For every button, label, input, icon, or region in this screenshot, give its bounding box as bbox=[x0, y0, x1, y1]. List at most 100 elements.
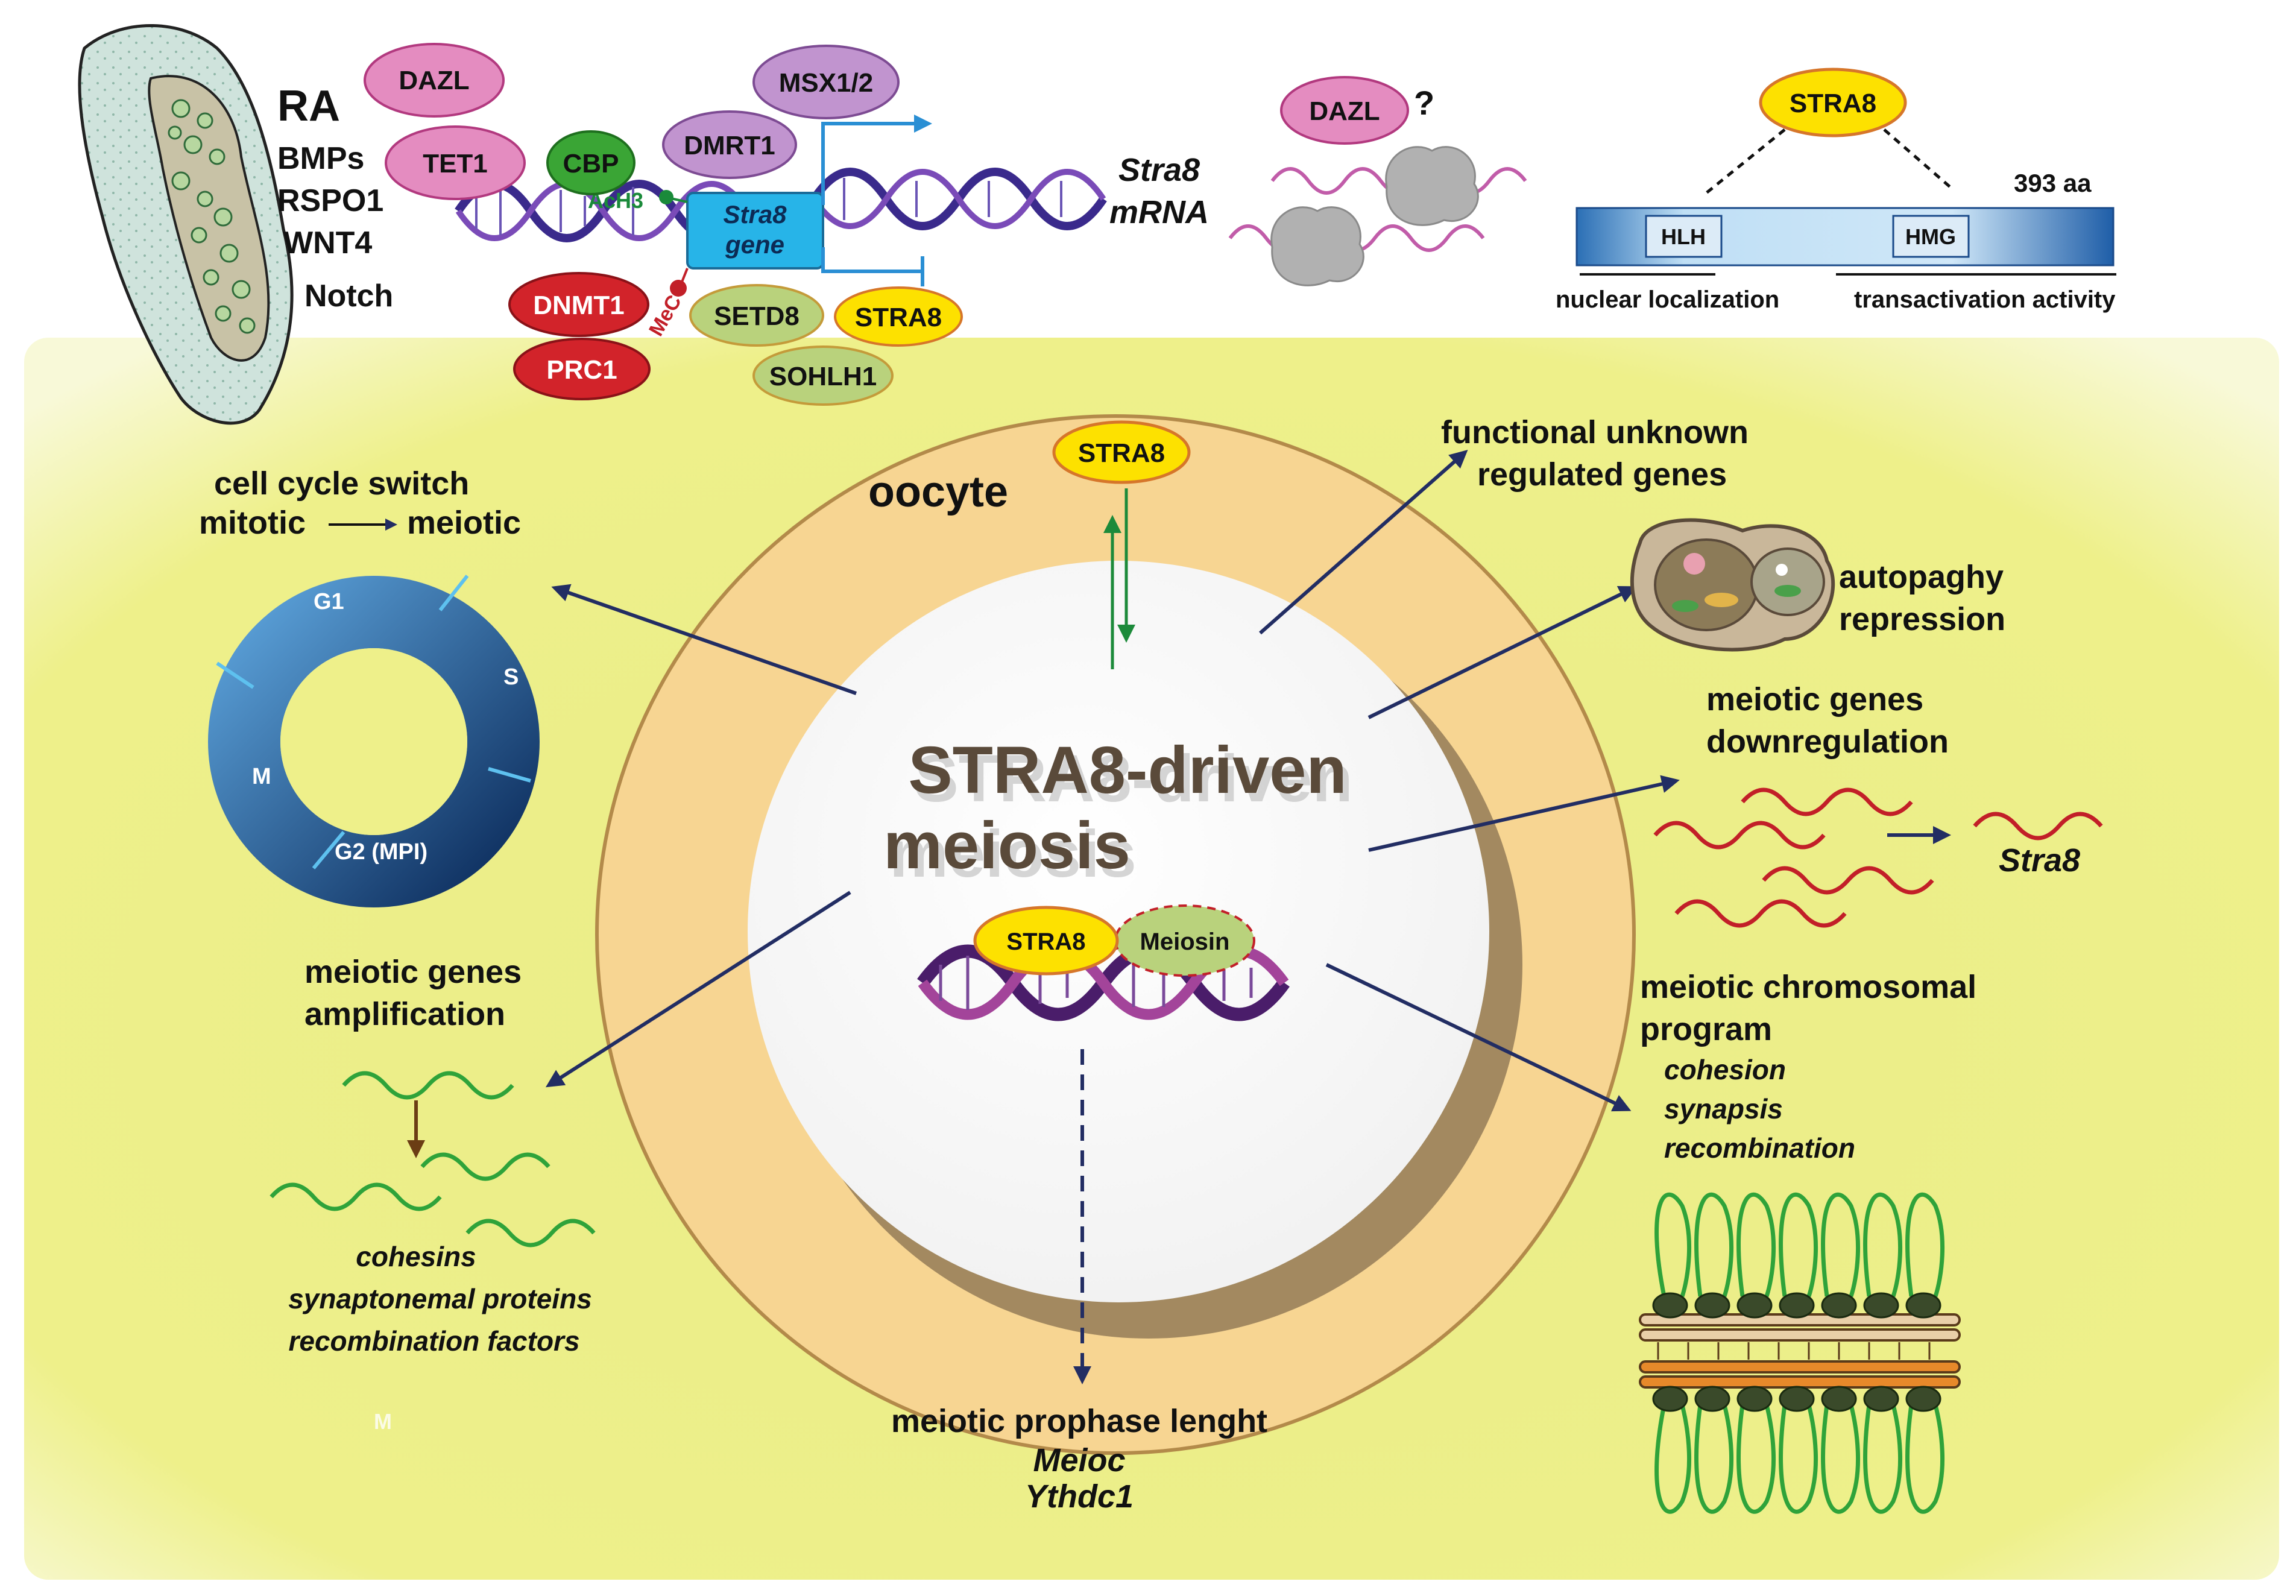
signals-list: RA BMPs RSPO1 WNT4 Notch bbox=[277, 82, 393, 314]
factor-dazl bbox=[364, 43, 505, 118]
center-title-line2-fg: meiosis bbox=[883, 809, 1131, 883]
signal-bmps: BMPs bbox=[277, 141, 364, 176]
unknown-title-line1: functional unknown bbox=[1441, 414, 1749, 450]
center-title: STRA8-driven STRA8-driven meiosis meiosi… bbox=[883, 733, 1353, 891]
gonad-illustration bbox=[78, 24, 294, 425]
arrow-to-downregulation bbox=[1368, 775, 1680, 852]
cell-cycle-mitotic: mitotic bbox=[199, 505, 306, 541]
phase-g1: G1 bbox=[314, 589, 344, 614]
amp-item-synaptonemal: synaptonemal proteins bbox=[288, 1283, 592, 1314]
factor-cbp bbox=[546, 130, 636, 195]
chromosomal-items: cohesion synapsis recombination bbox=[1664, 1054, 1855, 1164]
autophagy-title-line2: repression bbox=[1839, 601, 2005, 637]
factor-msx bbox=[752, 45, 900, 119]
amplification-subtitle: amplification bbox=[304, 996, 505, 1032]
domain-hmg bbox=[1892, 215, 1970, 258]
chrom-item-cohesion: cohesion bbox=[1664, 1054, 1786, 1085]
stra8-gene-box: Stra8 gene bbox=[686, 192, 824, 270]
protein-length: 393 aa bbox=[2014, 169, 2092, 197]
prophase-title: meiotic prophase lenght bbox=[891, 1403, 1267, 1439]
stra8-cytoplasm bbox=[1052, 420, 1191, 484]
phase-g2: G2 (MPI) bbox=[335, 839, 427, 865]
domain-hlh bbox=[1645, 215, 1723, 258]
center-title-line2: meiosis bbox=[889, 817, 1137, 891]
factor-prc1 bbox=[513, 338, 651, 400]
domain-hlh-label: HLH bbox=[1661, 224, 1706, 249]
stra8-cytoplasm-label: STRA8 bbox=[1078, 438, 1165, 468]
factor-stra8-top bbox=[834, 286, 963, 347]
factor-dmrt1 bbox=[662, 110, 797, 179]
oocyte-label: oocyte bbox=[868, 468, 1008, 516]
gene-label-line2: gene bbox=[725, 230, 784, 259]
arrow-to-amplification bbox=[545, 891, 851, 1088]
prophase-gene-meioc: Meioc bbox=[1033, 1442, 1125, 1478]
cell-cycle-title: cell cycle switch bbox=[214, 465, 469, 502]
amplification-title: meiotic genes bbox=[304, 954, 522, 990]
factor-dnmt1 bbox=[508, 272, 649, 337]
outcome-arrows bbox=[545, 450, 1680, 1112]
factor-stra8-top-label: STRA8 bbox=[855, 303, 942, 332]
arrow-to-unknown bbox=[1259, 450, 1468, 635]
downreg-title-line2: downregulation bbox=[1706, 724, 1949, 760]
mec-mark: MeC bbox=[645, 291, 686, 340]
amp-item-recombination: recombination factors bbox=[288, 1325, 579, 1357]
ribosome-1 bbox=[1385, 146, 1479, 226]
factor-sohlh1-label: SOHLH1 bbox=[769, 362, 877, 391]
factor-dnmt1-label: DNMT1 bbox=[533, 291, 625, 320]
cell-cycle-meiotic: meiotic bbox=[407, 505, 521, 541]
stra8-meiosin-dna: Meiosin STRA8 bbox=[917, 904, 1290, 1021]
stra8-protein-structure: STRA8 393 aa HLH HMG nuclear localizatio… bbox=[1556, 68, 2116, 313]
dazl-question-mark: ? bbox=[1414, 84, 1434, 122]
gene-label-line1: Stra8 bbox=[723, 200, 787, 229]
protein-stra8-label: STRA8 bbox=[1790, 89, 1876, 118]
dazl-translation bbox=[1280, 76, 1409, 145]
domain-hmg-label: HMG bbox=[1905, 224, 1956, 249]
regulator-factors: DAZL TET1 CBP MSX1/2 DMRT1 DNMT1 PRC1 SE… bbox=[364, 43, 963, 406]
chrom-item-synapsis: synapsis bbox=[1664, 1093, 1783, 1124]
amplification-items: cohesins synaptonemal proteins recombina… bbox=[288, 1241, 592, 1357]
arrow-to-chromosomal bbox=[1325, 963, 1632, 1112]
prophase-gene-ythdc1: Ythdc1 bbox=[1025, 1478, 1134, 1515]
stra8-nuclear bbox=[973, 906, 1119, 976]
dazl-translation-label: DAZL bbox=[1309, 96, 1380, 126]
downreg-stra8: Stra8 bbox=[1999, 842, 2080, 878]
factor-msx-label: MSX1/2 bbox=[779, 68, 874, 98]
cell-cycle-ring: G1 S M G2 (MPI) bbox=[208, 575, 540, 907]
factor-tet1 bbox=[385, 125, 526, 200]
signal-ra: RA bbox=[277, 82, 340, 130]
autophagy-title-line1: autopaghy bbox=[1839, 559, 2004, 595]
factor-setd8 bbox=[689, 284, 824, 347]
factor-setd8-label: SETD8 bbox=[714, 301, 800, 331]
meiosin-label: Meiosin bbox=[1140, 929, 1230, 955]
downreg-title-line1: meiotic genes bbox=[1706, 681, 1923, 718]
region-nuclear-localization: nuclear localization bbox=[1556, 286, 1779, 313]
arrow-to-autophagy bbox=[1367, 586, 1638, 719]
arrow-to-cell-cycle bbox=[551, 584, 857, 695]
unknown-title-line2: regulated genes bbox=[1477, 456, 1727, 493]
center-title-line1: STRA8-driven bbox=[914, 742, 1352, 816]
factor-dmrt1-label: DMRT1 bbox=[684, 131, 775, 160]
factor-cbp-label: CBP bbox=[563, 149, 619, 178]
center-title-line1-fg: STRA8-driven bbox=[908, 733, 1346, 807]
chromosomal-title-line1: meiotic chromosomal bbox=[1640, 969, 1976, 1005]
factor-tet1-label: TET1 bbox=[423, 149, 488, 178]
amplified-mrnas bbox=[270, 1071, 596, 1247]
stra8-nuclear-label: STRA8 bbox=[1006, 929, 1085, 955]
phase-s: S bbox=[503, 664, 519, 690]
downregulated-mrnas bbox=[1653, 787, 2103, 928]
signal-notch: Notch bbox=[304, 279, 393, 314]
repression-bar bbox=[821, 247, 924, 286]
ribosome-2 bbox=[1270, 206, 1364, 286]
activation-arrow bbox=[821, 115, 932, 205]
stray-m-label: M bbox=[374, 1409, 392, 1434]
factor-sohlh1 bbox=[752, 345, 894, 406]
chromosomal-title-line2: program bbox=[1640, 1011, 1772, 1047]
chrom-item-recombination: recombination bbox=[1664, 1132, 1855, 1164]
protein-stra8 bbox=[1759, 68, 1907, 137]
signal-wnt4: WNT4 bbox=[283, 226, 372, 260]
autophagosome-icon bbox=[1630, 518, 1835, 652]
mrna-label-line2: mRNA bbox=[1109, 194, 1209, 230]
region-transactivation: transactivation activity bbox=[1854, 286, 2116, 313]
mrna-translation: DAZL ? bbox=[1228, 76, 1527, 286]
